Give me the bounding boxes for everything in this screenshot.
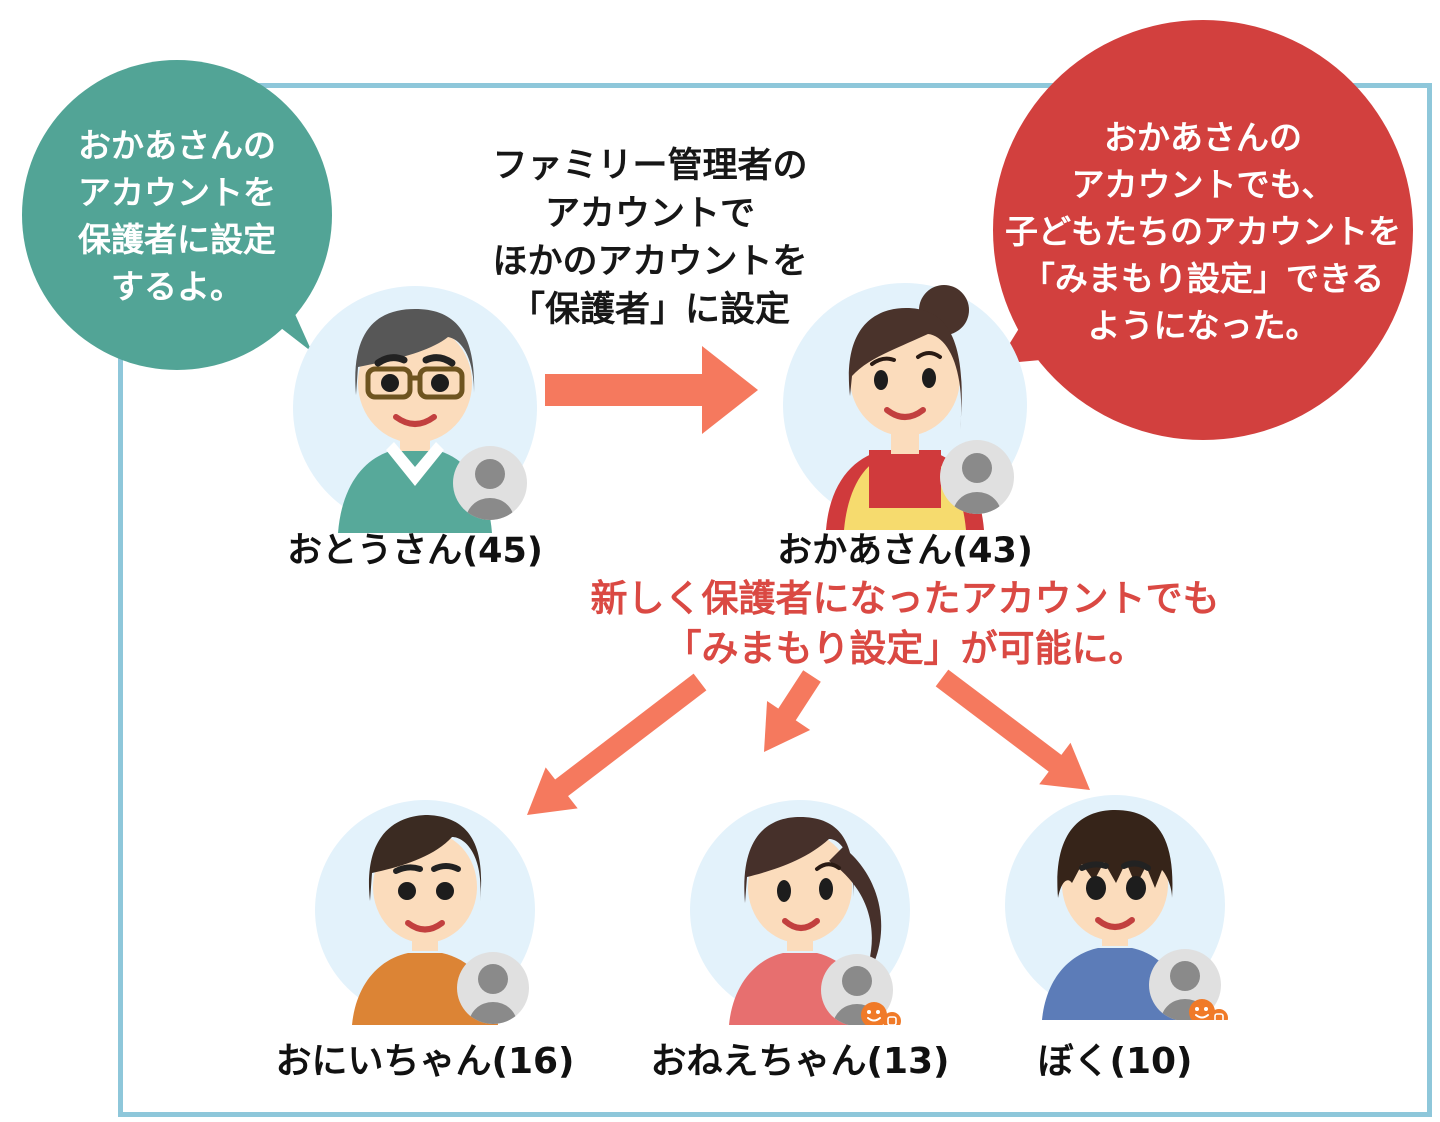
speech-line: 子どもたちのアカウントを (1005, 212, 1401, 251)
speech-line: 保護者に設定 (78, 220, 276, 259)
note-line: 新しく保護者になったアカウントでも (590, 577, 1220, 620)
sister-label: おねえちゃん(13) (650, 1041, 950, 1082)
speech-line: 「みまもり設定」できる (1021, 259, 1385, 298)
speech-line: アカウントを (78, 173, 276, 212)
father-label: おとうさん(45) (287, 531, 543, 571)
mother-label: おかあさん(43) (777, 531, 1033, 571)
note-line: アカウントで (544, 194, 755, 234)
mother-speech-text: おかあさんの アカウントでも、 子どもたちのアカウントを 「みまもり設定」できる… (993, 114, 1413, 349)
family-manager-note: ファミリー管理者の アカウントで ほかのアカウントを 「保護者」に設定 (460, 142, 840, 334)
boy-label: ぼく(10) (1037, 1041, 1193, 1082)
brother-label: おにいちゃん(16) (275, 1041, 575, 1082)
note-line: ファミリー管理者の (492, 146, 808, 186)
mother-speech-bubble (993, 20, 1413, 440)
speech-line: アカウントでも、 (1071, 165, 1335, 204)
father-speech-text: おかあさんの アカウントを 保護者に設定 するよ。 (22, 122, 332, 310)
note-line: ほかのアカウントを (492, 242, 808, 282)
new-guardian-note: 新しく保護者になったアカウントでも 「みまもり設定」が可能に。 (555, 574, 1255, 674)
speech-line: おかあさんの (78, 126, 276, 165)
note-line: 「みまもり設定」が可能に。 (664, 627, 1146, 670)
speech-line: ようになった。 (1087, 306, 1319, 345)
speech-line: するよ。 (111, 267, 243, 306)
speech-line: おかあさんの (1104, 118, 1302, 157)
note-line: 「保護者」に設定 (509, 290, 790, 330)
